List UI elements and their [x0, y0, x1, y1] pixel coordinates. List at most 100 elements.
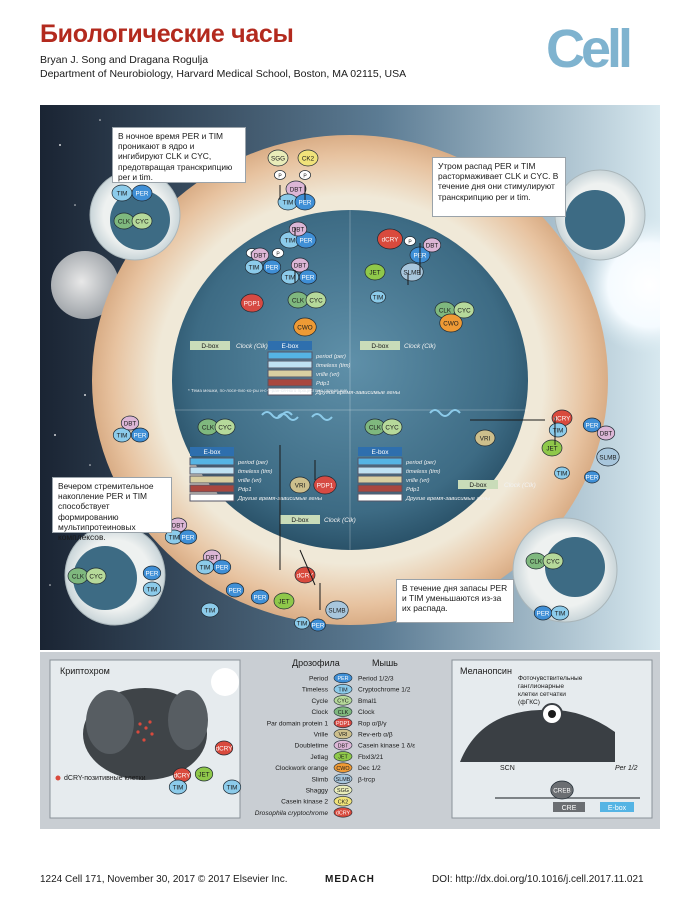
protein-tim: TIM	[244, 259, 264, 275]
svg-text:Rор α/β/γ: Rор α/β/γ	[358, 720, 387, 727]
protein-vri: VRI	[474, 429, 496, 447]
svg-text:CYC: CYC	[309, 298, 323, 305]
svg-text:PER: PER	[146, 571, 159, 578]
svg-text:CLK: CLK	[439, 308, 452, 315]
svg-text:timeless (tim): timeless (tim)	[406, 469, 441, 475]
svg-text:Clock (Clk): Clock (Clk)	[324, 517, 356, 524]
protein-tim: TIM	[142, 581, 162, 597]
note-morning: Утром распад PER и TIM растормаживает CL…	[432, 157, 566, 217]
svg-text:P: P	[303, 174, 307, 180]
protein-dbt: DBT	[290, 257, 310, 273]
svg-text:P: P	[276, 252, 280, 258]
svg-text:VRI: VRI	[295, 483, 306, 490]
svg-text:PER: PER	[136, 191, 149, 198]
svg-text:CLK: CLK	[530, 559, 543, 566]
protein-dcry: dCRY	[377, 228, 403, 250]
svg-text:Pdp1: Pdp1	[238, 487, 252, 493]
svg-text:TIM: TIM	[227, 785, 238, 792]
svg-text:Pdp1: Pdp1	[406, 487, 420, 493]
protein-per: PER	[178, 529, 198, 545]
svg-text:TIM: TIM	[205, 608, 216, 615]
protein-per: PER	[250, 589, 270, 605]
svg-text:D-box: D-box	[371, 343, 389, 350]
authors: Bryan J. Song and Dragana Rogulja	[40, 54, 209, 66]
svg-text:PER: PER	[586, 475, 599, 482]
fly-eye-left-icon	[86, 690, 134, 754]
svg-text:E-box: E-box	[372, 449, 390, 456]
svg-text:SLMB: SLMB	[336, 777, 351, 783]
protein-jet: JET	[541, 439, 563, 457]
svg-text:vrille (vri): vrille (vri)	[406, 478, 430, 484]
svg-text:CYC: CYC	[135, 219, 149, 226]
retina-cell-icon	[548, 710, 556, 718]
svg-text:P: P	[278, 174, 282, 180]
svg-text:DBT: DBT	[254, 253, 267, 260]
moon-icon	[51, 251, 119, 319]
mrna-squiggle	[311, 413, 333, 421]
svg-text:vrille (vri): vrille (vri)	[316, 372, 340, 378]
svg-text:JET: JET	[546, 446, 557, 453]
svg-text:Jetlag: Jetlag	[310, 754, 328, 761]
svg-text:TIM: TIM	[338, 687, 348, 693]
svg-text:CK2: CK2	[338, 799, 349, 805]
legend-row: Casein kinase 2 CK2	[281, 796, 353, 807]
svg-text:JET: JET	[198, 772, 209, 779]
protein-tim: TIM	[200, 602, 220, 618]
protein-cyc: CYC	[85, 567, 107, 585]
svg-text:CLK: CLK	[202, 425, 215, 432]
svg-text:CYC: CYC	[385, 425, 399, 432]
svg-text:CLK: CLK	[369, 425, 382, 432]
clock-diagram-panel: TIMPERCLKCYCSGGCK2PPDBTTIMPERTIMPERDBTPD…	[40, 105, 660, 650]
protein-pdp1: PDP1	[240, 293, 264, 313]
svg-text:β-trcp: β-trcp	[358, 776, 375, 783]
protein-cyc: CYC	[453, 301, 475, 319]
svg-text:SLMB: SLMB	[328, 608, 345, 615]
note-day: В течение дня запасы PER и TIM уменьшают…	[396, 579, 514, 623]
svg-text:CWO: CWO	[297, 325, 312, 332]
svg-text:period (per): period (per)	[315, 354, 346, 360]
protein-pdp1: PDP1	[313, 475, 337, 495]
svg-text:Clock (Clk): Clock (Clk)	[504, 482, 536, 489]
svg-text:PDP1: PDP1	[317, 483, 334, 490]
protein-per: PER	[130, 427, 150, 443]
svg-text:SLMB: SLMB	[599, 455, 616, 462]
svg-text:vrille (vri): vrille (vri)	[238, 478, 262, 484]
svg-text:Casein kinase 2: Casein kinase 2	[281, 799, 328, 806]
svg-text:PER: PER	[299, 200, 312, 207]
svg-text:DBT: DBT	[124, 421, 137, 428]
protein-tim: TIM	[554, 466, 570, 480]
svg-text:PER: PER	[312, 623, 325, 630]
svg-text:TIM: TIM	[117, 433, 128, 440]
protein-tim: TIM	[550, 605, 570, 621]
protein-dbt: DBT	[288, 221, 308, 237]
svg-text:CYC: CYC	[457, 308, 471, 315]
svg-text:DBT: DBT	[338, 743, 349, 749]
crypto-cells-label: dCRY-позитивные клетки	[64, 775, 146, 782]
clock-diagram: TIMPERCLKCYCSGGCK2PPDBTTIMPERTIMPERDBTPD…	[40, 105, 660, 650]
protein-tim: TIM	[164, 529, 184, 545]
svg-text:CWO: CWO	[336, 766, 349, 772]
protein-p: P	[272, 248, 284, 258]
svg-text:P: P	[408, 240, 412, 246]
melanopsin-title: Меланопсин	[460, 666, 512, 676]
svg-text:PDP1: PDP1	[336, 721, 350, 727]
svg-text:Timeless: Timeless	[302, 687, 329, 694]
svg-text:Rev-erb α/β: Rev-erb α/β	[358, 732, 393, 739]
fly-eye-right-icon	[168, 690, 208, 750]
svg-text:Period: Period	[309, 676, 328, 683]
svg-text:Shaggy: Shaggy	[306, 788, 329, 795]
svg-text:PER: PER	[216, 565, 229, 572]
protein-per: PER	[533, 605, 553, 621]
svg-text:CYC: CYC	[546, 559, 560, 566]
svg-text:CYC: CYC	[337, 699, 348, 705]
svg-text:DBT: DBT	[206, 555, 219, 562]
